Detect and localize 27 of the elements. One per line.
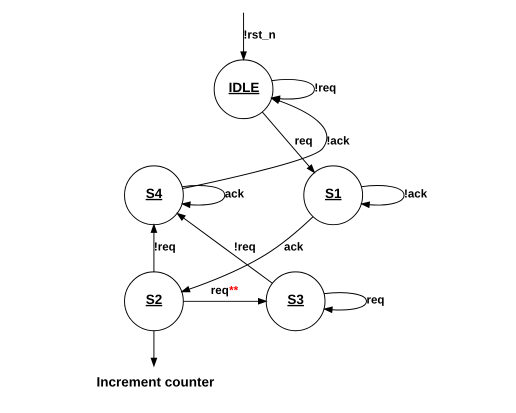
- edge-label: !req: [153, 241, 176, 254]
- arrow: [150, 223, 157, 272]
- edge-label: req: [294, 135, 312, 148]
- edge-label: req**: [210, 285, 238, 298]
- edge-label: !ack: [326, 135, 350, 148]
- arrow: [150, 330, 157, 368]
- arrow: [322, 292, 366, 314]
- node-circle: S3: [265, 271, 325, 332]
- arrow: [180, 185, 225, 208]
- node-circle: S4: [124, 165, 184, 226]
- edge-label: !ack: [404, 188, 427, 200]
- arrow: [261, 112, 315, 174]
- node-text: Increment counter: [96, 374, 214, 390]
- arrow: [360, 185, 404, 208]
- arrow: [176, 212, 272, 284]
- edge-label: ack: [284, 241, 303, 254]
- node-circle: IDLE: [213, 59, 273, 120]
- arrow: [180, 216, 313, 292]
- edge-label: !req: [233, 241, 256, 254]
- edge-label: !rst_n: [243, 29, 276, 42]
- arrow: [182, 98, 327, 189]
- arrow: [240, 12, 246, 62]
- node-circle: S2: [124, 271, 184, 332]
- edge-label: req: [366, 294, 384, 306]
- arrow: [182, 298, 268, 305]
- edge-label: ack: [224, 188, 244, 200]
- edge-label: !req: [314, 82, 336, 94]
